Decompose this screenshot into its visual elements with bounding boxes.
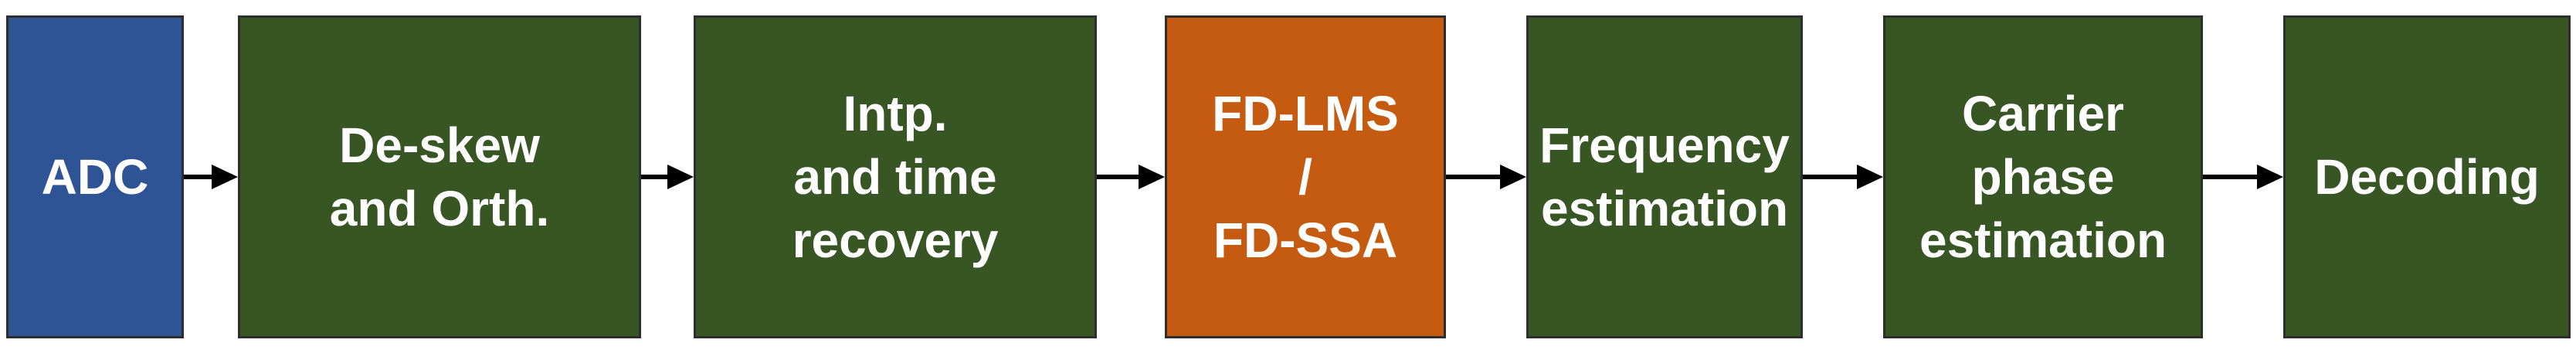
arrow-adc-to-deskew [184,165,238,189]
block-carrier-phase-estimation: Carrier phase estimation [1883,15,2203,338]
block-frequency-estimation: Frequency estimation [1526,15,1803,338]
block-adc: ADC [6,15,184,338]
arrowhead-icon [667,165,694,189]
arrowhead-icon [1857,165,1883,189]
arrow-shaft [1446,175,1503,179]
arrow-fdlms-to-frequency [1446,165,1526,189]
block-fdlms-fdssa: FD-LMS / FD-SSA [1165,15,1446,338]
block-deskew-orth: De-skew and Orth. [238,15,641,338]
block-decoding: Decoding [2283,15,2571,338]
arrow-shaft [641,175,670,179]
arrow-shaft [1097,175,1142,179]
arrowhead-icon [2257,165,2283,189]
arrow-shaft [2203,175,2260,179]
arrow-shaft [1803,175,1860,179]
arrow-carrier-to-decoding [2203,165,2283,189]
arrowhead-icon [1139,165,1165,189]
arrow-frequency-to-carrier [1803,165,1883,189]
block-interpolation-time-recovery: Intp. and time recovery [694,15,1097,338]
arrow-intp-to-fdlms [1097,165,1165,189]
arrowhead-icon [212,165,238,189]
arrow-shaft [184,175,215,179]
arrowhead-icon [1500,165,1526,189]
arrow-deskew-to-intp [641,165,694,189]
